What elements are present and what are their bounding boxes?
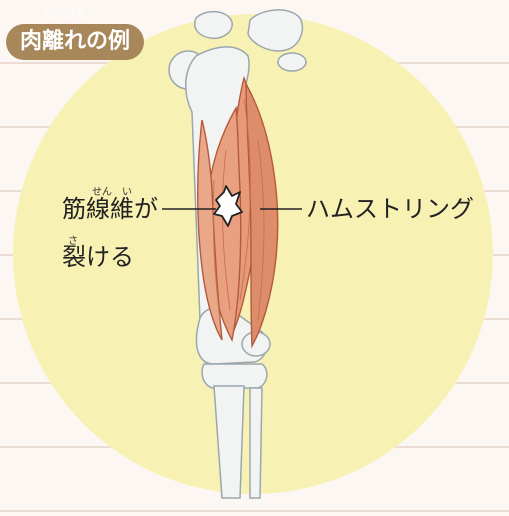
- title-text: 肉離れの例: [20, 29, 130, 54]
- tear-label-line1: 筋線維が: [62, 197, 158, 221]
- lower-leg-bones: [214, 386, 262, 498]
- title-badge: 肉離れの例: [6, 24, 144, 60]
- hamstring-label: ハムストリング: [306, 197, 474, 221]
- title-ruby: にくばな: [44, 6, 88, 21]
- tear-label-line2: 裂ける: [62, 245, 134, 269]
